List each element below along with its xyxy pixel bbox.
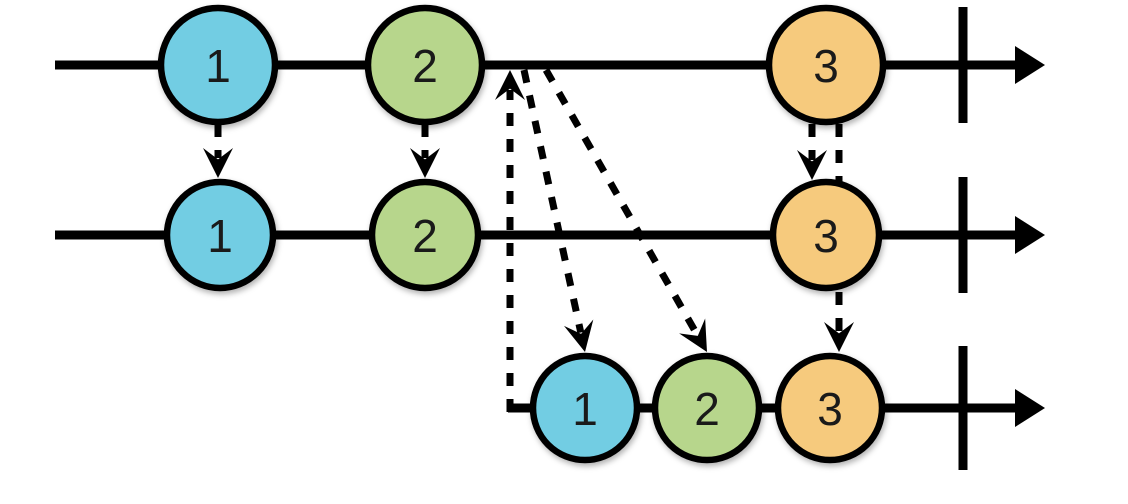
timeline-node-bot-node-2[interactable]: 2 — [651, 352, 763, 464]
dashed-connector-line — [520, 69, 585, 334]
timeline-arrowhead — [1015, 389, 1045, 427]
node-label: 2 — [412, 210, 438, 262]
node-label: 1 — [207, 210, 233, 262]
node-circle-green[interactable] — [368, 178, 482, 292]
node-label: 2 — [694, 383, 720, 435]
dashed-arrow-mid3-to-bot3 — [824, 292, 854, 352]
timeline-node-bot-node-1[interactable]: 1 — [529, 352, 641, 464]
timeline-node-mid-node-1[interactable]: 1 — [163, 178, 277, 292]
timeline-node-mid-node-2[interactable]: 2 — [368, 178, 482, 292]
timeline-arrowhead — [1015, 46, 1045, 84]
dashed-connector-arrowhead — [203, 148, 233, 178]
node-label: 3 — [813, 40, 839, 92]
node-circle-orange[interactable] — [769, 178, 883, 292]
node-circle-green[interactable] — [651, 352, 763, 464]
dashed-connector-arrowhead — [563, 319, 594, 352]
dashed-connectors-layer — [203, 68, 854, 412]
node-label: 3 — [817, 383, 843, 435]
dashed-arrow-top2-to-mid2 — [410, 124, 440, 178]
dashed-arrow-top1-to-mid1 — [203, 124, 233, 178]
node-circle-green[interactable] — [364, 4, 486, 126]
node-circle-blue[interactable] — [529, 352, 641, 464]
dashed-arrow-fan-to-bottom-node-2 — [542, 68, 707, 352]
node-circle-orange[interactable] — [765, 4, 887, 126]
dashed-connector-arrowhead — [410, 148, 440, 178]
dashed-connector-line — [542, 68, 701, 337]
dashed-arrow-branch-up-to-top-timeline — [495, 70, 525, 412]
node-circle-blue[interactable] — [163, 178, 277, 292]
dashed-connector-arrowhead — [824, 322, 854, 352]
dashed-arrow-top3-to-mid3 — [797, 124, 827, 180]
dashed-arrow-fan-to-bottom-node-1 — [520, 69, 594, 352]
node-label: 3 — [813, 210, 839, 262]
dashed-connector-arrowhead — [495, 70, 525, 100]
timeline-node-top-node-2[interactable]: 2 — [364, 4, 486, 126]
nodes-layer: 1 2 3 1 2 3 1 2 3 — [157, 4, 887, 464]
timeline-node-mid-node-3[interactable]: 3 — [769, 178, 883, 292]
timeline-arrowhead — [1015, 216, 1045, 254]
node-label: 1 — [205, 40, 231, 92]
node-label: 2 — [412, 40, 438, 92]
node-label: 1 — [572, 383, 598, 435]
node-circle-blue[interactable] — [157, 4, 279, 126]
dashed-connector-arrowhead — [679, 318, 707, 352]
timeline-node-bot-node-3[interactable]: 3 — [774, 352, 886, 464]
node-circle-orange[interactable] — [774, 352, 886, 464]
dashed-connector-arrowhead — [797, 150, 827, 180]
timeline-node-top-node-1[interactable]: 1 — [157, 4, 279, 126]
timeline-node-top-node-3[interactable]: 3 — [765, 4, 887, 126]
